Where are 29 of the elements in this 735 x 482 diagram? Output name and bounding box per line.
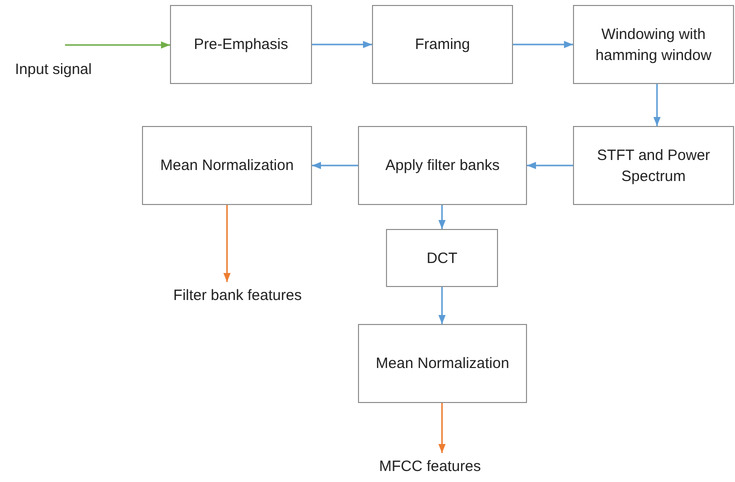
box-label: MFCC features (378, 456, 482, 476)
arrow (438, 205, 446, 229)
box-label: Windowing with hamming window (594, 24, 712, 66)
process-box (573, 5, 734, 84)
arrow (653, 84, 661, 126)
box-label: Pre-Emphasis (192, 35, 290, 55)
arrow (65, 41, 170, 49)
box-label: Apply filter banks (384, 156, 501, 176)
box-label: STFT and Power Spectrum (596, 146, 712, 186)
process-box (386, 229, 498, 287)
process-box (358, 324, 527, 403)
arrow (438, 403, 446, 453)
arrow (312, 40, 372, 48)
process-box (170, 5, 312, 84)
input-label: Input signal (15, 61, 92, 78)
process-box (358, 126, 527, 205)
box-label: DCT (426, 248, 458, 268)
arrow (527, 162, 573, 170)
arrow (438, 287, 446, 324)
arrow (223, 205, 231, 282)
box-label: Framing (414, 35, 471, 55)
arrow (312, 162, 358, 170)
box-label: Filter bank features (172, 286, 303, 306)
process-box (573, 126, 734, 205)
process-box (142, 126, 312, 205)
process-box (372, 5, 513, 84)
arrow (513, 40, 573, 48)
box-label: Mean Normalization (159, 156, 295, 176)
box-label: Mean Normalization (374, 354, 510, 374)
